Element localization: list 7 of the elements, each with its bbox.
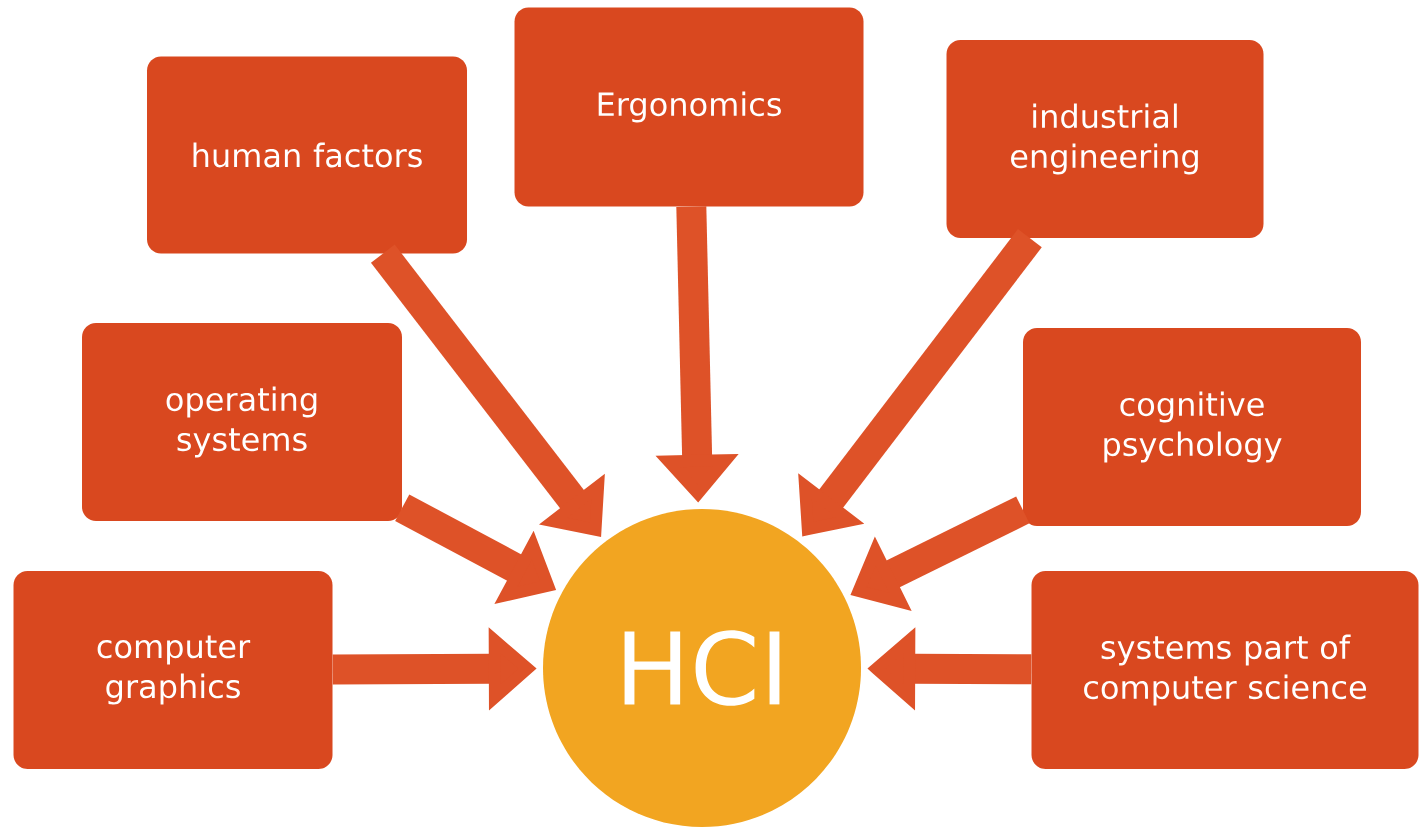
topic-box: operating systems	[82, 323, 402, 521]
topic-box: industrial engineering	[946, 40, 1264, 238]
topic-box: computer graphics	[13, 571, 333, 769]
topic-box: systems part of computer science	[1031, 571, 1419, 769]
topic-box: cognitive psychology	[1023, 328, 1361, 526]
topic-box: Ergonomics	[514, 7, 864, 207]
topic-box: human factors	[147, 56, 467, 254]
